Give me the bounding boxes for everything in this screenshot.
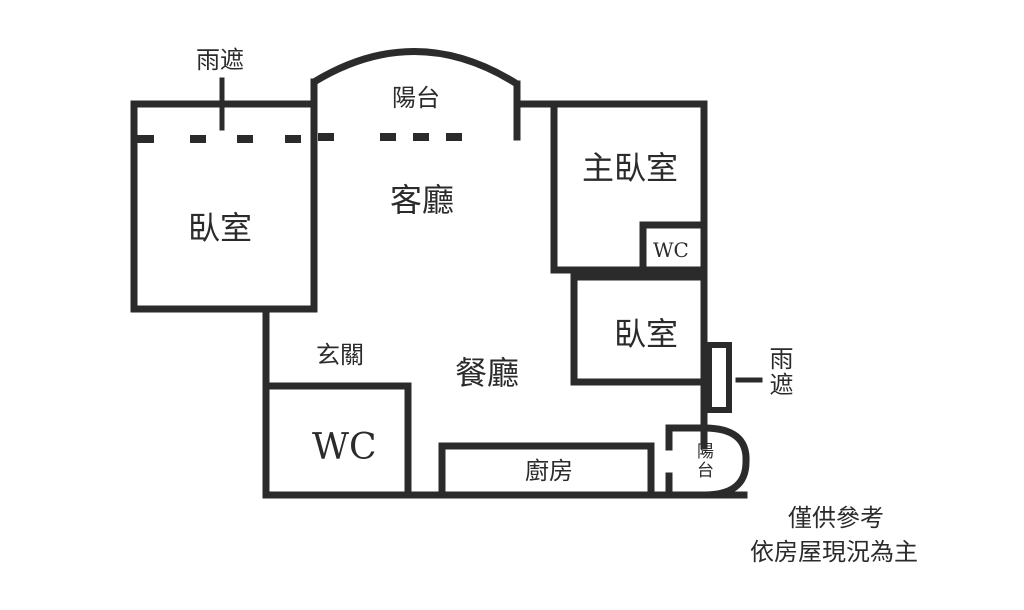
master-bedroom-label: 主臥室 <box>582 149 679 187</box>
walls <box>130 78 748 499</box>
kitchen-label: 廚房 <box>525 457 573 485</box>
wc-main-label: WC <box>312 427 377 468</box>
balcony-small-label: 陽台 <box>693 442 713 480</box>
foyer-label: 玄關 <box>316 341 364 369</box>
wc-master-label: WC <box>653 238 689 262</box>
bedroom-right-label: 臥室 <box>614 315 679 353</box>
canopy-top-label: 雨遮 <box>196 46 244 74</box>
note-line-1: 僅供參考 <box>788 504 884 532</box>
balcony-arc-top <box>312 48 519 87</box>
note-line-2: 依房屋現況為主 <box>750 538 918 566</box>
dining-room-label: 餐廳 <box>455 354 520 392</box>
bedroom-left-label: 臥室 <box>188 209 253 247</box>
balcony-arc-small <box>703 424 750 499</box>
balcony-top-label: 陽台 <box>392 84 440 112</box>
canopy-right-label: 雨遮 <box>765 346 793 398</box>
dashed-lines <box>134 133 462 143</box>
living-room-label: 客廳 <box>390 181 455 219</box>
